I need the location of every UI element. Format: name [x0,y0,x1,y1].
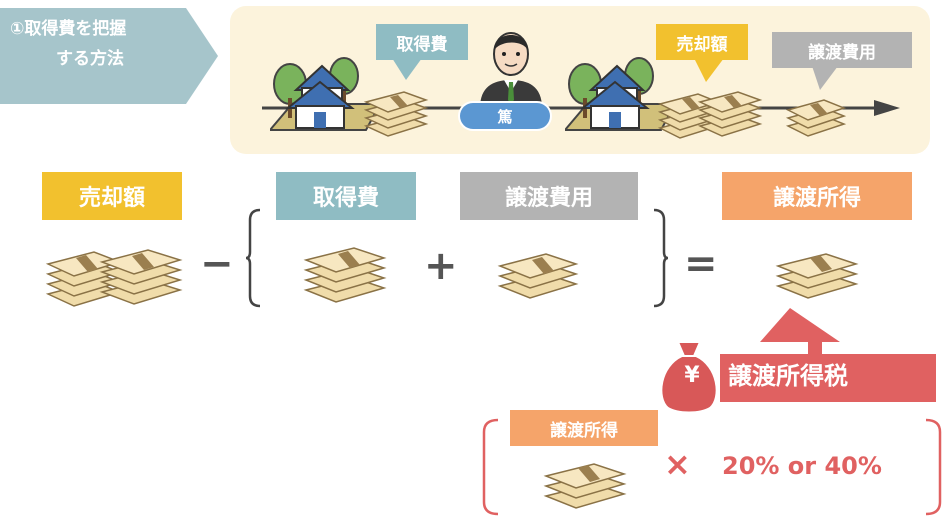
acquisition-cost-callout: 取得費 [376,24,468,60]
plus-sign: + [424,243,458,289]
house-icon [270,57,380,131]
money-stack-small-icon [543,463,627,509]
money-stack-small-icon [775,253,859,299]
tax-formula-frame [482,418,942,516]
step-tag [0,8,218,104]
right-bracket [653,208,669,308]
money-stack-small-icon [497,253,579,299]
transfer-cost-callout: 譲渡費用 [772,32,912,68]
money-stack-small-icon [785,99,847,137]
tax-arrow [720,308,936,402]
equation-sale-label: 売却額 [42,172,182,220]
tax-label: 譲渡所得税 [728,362,848,390]
sale-price-callout: 売却額 [656,24,748,60]
callout-pointer [694,58,724,82]
money-bag-icon [660,341,718,414]
money-stack-double-icon [657,91,763,139]
formula-income-label: 譲渡所得 [510,410,658,446]
equals-sign: = [684,241,718,287]
person-name-badge: 篤 [460,103,550,129]
tax-rate-text: 20% or 40% [722,452,882,480]
equation-acquisition-label: 取得費 [276,172,416,220]
house-icon-sold [565,57,675,131]
step-title-line2: する方法 [56,49,124,69]
money-stack-icon [363,91,429,137]
multiply-icon: × [664,445,691,483]
money-stack-icon [303,247,387,303]
yen-symbol: ¥ [684,363,700,388]
person-icon [480,32,542,108]
callout-pointer [812,66,838,90]
callout-pointer [392,58,422,80]
equation-income-label: 譲渡所得 [722,172,912,220]
equation-transfer-cost-label: 譲渡費用 [460,172,638,220]
money-stack-double-icon [45,249,183,307]
step-title-line1: ①取得費を把握 [10,19,127,39]
minus-sign: − [200,241,234,287]
left-bracket [245,208,261,308]
step-title: ①取得費を把握 する方法 [10,14,200,74]
